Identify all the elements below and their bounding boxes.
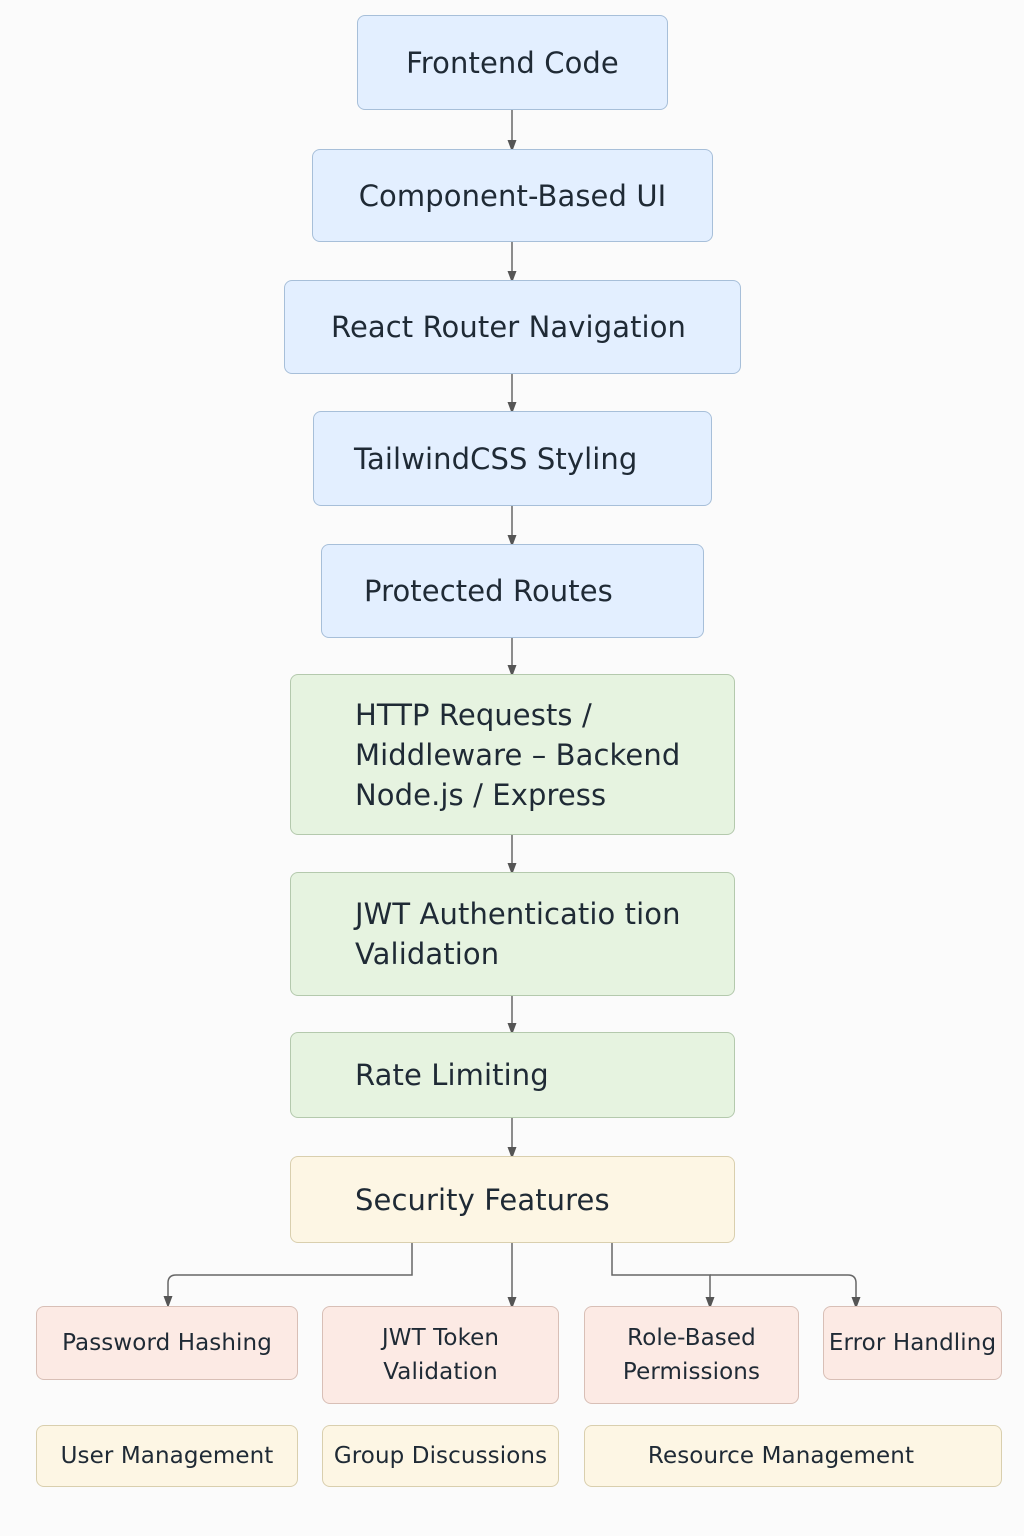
node-jwt-token-validation: JWT Token Validation <box>322 1306 559 1404</box>
node-react-router-navigation: React Router Navigation <box>284 280 741 374</box>
node-label: Security Features <box>355 1182 610 1217</box>
node-label: Role-Based Permissions <box>622 1325 761 1385</box>
node-protected-routes: Protected Routes <box>321 544 704 638</box>
node-label: Password Hashing <box>62 1330 272 1356</box>
node-label: HTTP Requests / Middleware – Backend Nod… <box>355 697 681 812</box>
node-label: TailwindCSS Styling <box>354 441 638 476</box>
node-frontend-code: Frontend Code <box>357 15 668 110</box>
node-rate-limiting: Rate Limiting <box>290 1032 735 1118</box>
arrow-security-to-errors <box>710 1274 861 1309</box>
node-label: User Management <box>60 1443 274 1469</box>
node-label: Resource Management <box>647 1443 915 1469</box>
node-label: Protected Routes <box>364 574 613 608</box>
node-label: Group Discussions <box>333 1443 548 1469</box>
arrow-security-to-password <box>163 1243 413 1308</box>
node-label: React Router Navigation <box>331 310 687 344</box>
node-user-management: User Management <box>36 1425 298 1487</box>
node-error-handling: Error Handling <box>823 1306 1002 1380</box>
node-label: Component-Based UI <box>358 178 667 213</box>
node-label: Error Handling <box>828 1330 997 1356</box>
node-password-hashing: Password Hashing <box>36 1306 298 1380</box>
node-label: Rate Limiting <box>355 1058 549 1092</box>
node-label: JWT Token Validation <box>381 1325 500 1385</box>
node-security-features: Security Features <box>290 1156 735 1243</box>
node-tailwindcss-styling: TailwindCSS Styling <box>313 411 712 506</box>
node-role-based-permissions: Role-Based Permissions <box>584 1306 799 1404</box>
node-label: Frontend Code <box>406 45 619 80</box>
node-resource-management: Resource Management <box>584 1425 1002 1487</box>
node-http-requests-middleware: HTTP Requests / Middleware – Backend Nod… <box>290 674 735 835</box>
node-component-based-ui: Component-Based UI <box>312 149 713 242</box>
node-label: JWT Authenticatio tion Validation <box>355 897 681 971</box>
node-jwt-authentication-validation: JWT Authenticatio tion Validation <box>290 872 735 996</box>
arrow-security-to-roles <box>611 1243 715 1309</box>
node-group-discussions: Group Discussions <box>322 1425 559 1487</box>
